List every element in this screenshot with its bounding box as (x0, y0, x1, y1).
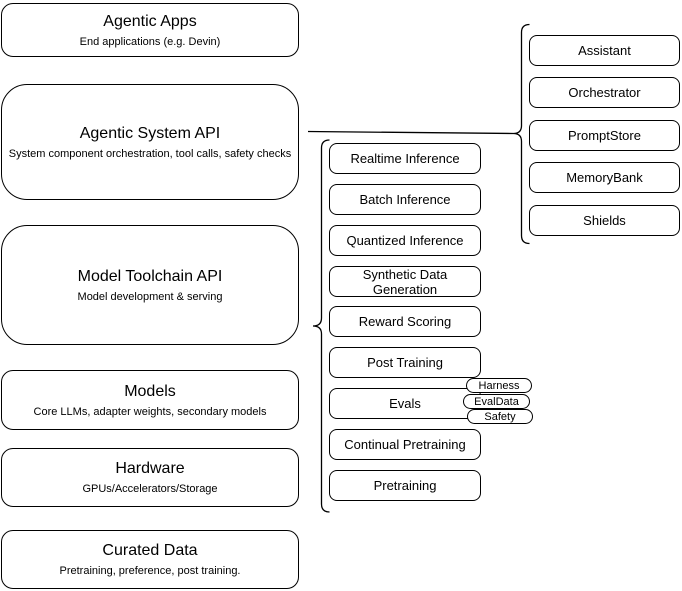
box-title: Models (124, 382, 176, 400)
eval-tag-safety: Safety (467, 409, 533, 424)
service-box-reward-scoring: Reward Scoring (329, 306, 481, 337)
service-box-synthetic-data-generation: Synthetic Data Generation (329, 266, 481, 297)
toolchain-bracket (312, 139, 330, 513)
box-subtitle: Model development & serving (77, 290, 223, 303)
service-box-pretraining: Pretraining (329, 470, 481, 501)
box-title: Curated Data (102, 542, 198, 559)
model-toolchain-api-box: Model Toolchain API Model development & … (1, 225, 299, 345)
component-box-memorybank: MemoryBank (529, 162, 680, 193)
agentic-apps-box: Agentic Apps End applications (e.g. Devi… (1, 3, 299, 57)
eval-tag-label: Safety (484, 410, 516, 423)
box-subtitle: Core LLMs, adapter weights, secondary mo… (33, 405, 267, 418)
service-label: Quantized Inference (346, 233, 464, 248)
component-box-shields: Shields (529, 205, 680, 236)
agentic-system-api-box: Agentic System API System component orch… (1, 84, 299, 200)
service-label: Post Training (367, 355, 443, 370)
box-subtitle: End applications (e.g. Devin) (79, 35, 221, 48)
components-bracket (513, 23, 530, 245)
eval-tag-evaldata: EvalData (463, 394, 530, 409)
eval-tag-label: EvalData (474, 395, 519, 408)
curated-data-box: Curated Data Pretraining, preference, po… (1, 530, 299, 589)
box-title: Model Toolchain API (77, 267, 223, 285)
component-label: MemoryBank (566, 170, 643, 185)
service-box-evals: Evals (329, 388, 481, 419)
component-label: PromptStore (568, 128, 641, 143)
service-box-batch-inference: Batch Inference (329, 184, 481, 215)
service-box-post-training: Post Training (329, 347, 481, 378)
component-box-orchestrator: Orchestrator (529, 77, 680, 108)
service-box-realtime-inference: Realtime Inference (329, 143, 481, 174)
component-box-assistant: Assistant (529, 35, 680, 66)
component-label: Orchestrator (568, 85, 641, 100)
box-subtitle: Pretraining, preference, post training. (59, 565, 241, 577)
service-label: Pretraining (373, 478, 437, 493)
hardware-box: Hardware GPUs/Accelerators/Storage (1, 448, 299, 507)
box-subtitle: GPUs/Accelerators/Storage (82, 483, 218, 495)
component-label: Assistant (578, 43, 631, 58)
service-label: Reward Scoring (358, 314, 452, 329)
service-label: Evals (389, 396, 421, 411)
service-label: Continual Pretraining (344, 437, 466, 452)
box-title: Agentic Apps (103, 12, 197, 30)
box-title: Agentic System API (79, 124, 221, 142)
component-label: Shields (583, 213, 626, 228)
eval-tag-harness: Harness (466, 378, 532, 393)
models-box: Models Core LLMs, adapter weights, secon… (1, 370, 299, 430)
service-label: Synthetic Data Generation (362, 266, 448, 297)
api-to-components-connector-line (307, 130, 514, 135)
service-box-quantized-inference: Quantized Inference (329, 225, 481, 256)
service-label: Batch Inference (359, 192, 451, 207)
eval-tag-label: Harness (478, 379, 520, 392)
component-box-promptstore: PromptStore (529, 120, 680, 151)
box-title: Hardware (115, 460, 185, 477)
service-label: Realtime Inference (350, 151, 460, 166)
service-box-continual-pretraining: Continual Pretraining (329, 429, 481, 460)
box-subtitle: System component orchestration, tool cal… (8, 147, 292, 160)
